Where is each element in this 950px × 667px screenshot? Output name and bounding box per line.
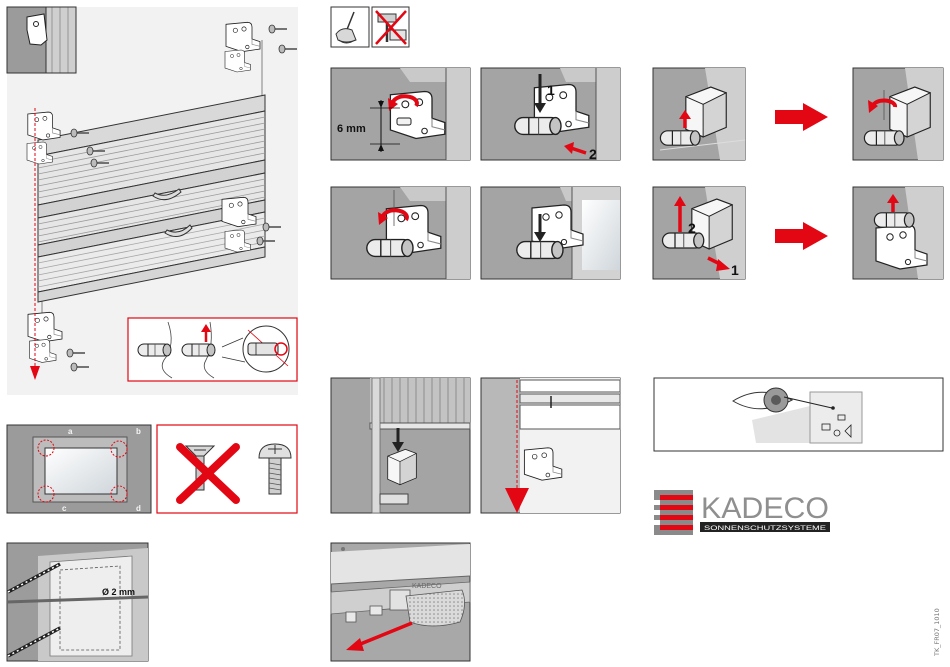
mount-height-label: 6 mm	[337, 123, 366, 135]
step-panel-bracket-height: 6 mm	[331, 68, 470, 160]
next-step-arrow-icon	[775, 222, 828, 250]
document-code: TK_FR07_1010	[933, 608, 941, 657]
cord-clip-icon	[660, 131, 700, 145]
cord-clip-icon	[138, 344, 171, 356]
bracket-detail-panel	[7, 7, 76, 73]
label-check-panel	[654, 378, 943, 451]
step-panel-remove-clip	[853, 187, 943, 279]
step-panel-clip-seated	[481, 187, 620, 279]
release-pad	[406, 590, 465, 626]
cord-tension-inset	[128, 318, 297, 381]
cord-clip-icon	[864, 131, 904, 145]
cord-clip-icon	[367, 240, 413, 257]
brand-name: KADECO	[701, 492, 829, 525]
step-panel-plumb-line	[481, 378, 620, 513]
end-cap-icon	[388, 449, 417, 484]
cord-clip-icon	[663, 233, 704, 248]
step-number-2: 2	[589, 146, 597, 162]
brand-tagline: SONNENSCHUTZSYSTEME	[704, 525, 827, 532]
cord-clip-icon	[517, 242, 563, 259]
corner-label-c: c	[62, 504, 67, 513]
step-number-1: 1	[547, 82, 555, 98]
screw-icon	[397, 118, 411, 125]
step-panel-fasten-clip	[331, 187, 470, 279]
step-panel-insert-clip: 1 2	[481, 68, 620, 162]
drill-panel: Ø 2 mm	[7, 543, 148, 661]
cord-clip-icon	[515, 118, 561, 135]
window-corners-panel: a b c d	[7, 425, 151, 513]
step-panel-remove-blind: KADECO	[331, 543, 470, 661]
step-panel-hang-blind	[331, 378, 470, 513]
corner-label-a: a	[68, 427, 73, 436]
next-step-arrow-icon	[775, 103, 828, 131]
brand-logo: KADECO SONNENSCHUTZSYSTEME	[654, 490, 830, 535]
product-imprint: KADECO	[412, 583, 442, 590]
bracket-icon	[27, 14, 47, 45]
tool-icons	[331, 7, 409, 47]
cord-clip-icon	[874, 213, 914, 227]
corner-label-d: d	[136, 504, 141, 513]
end-cap-icon	[686, 87, 726, 137]
cord-clip-icon	[182, 344, 215, 356]
corner-label-b: b	[136, 427, 141, 436]
step-panel-attach-cap	[653, 68, 745, 160]
step-panel-turn-cap	[853, 68, 943, 160]
end-cap-icon	[890, 87, 930, 137]
screw-type-panel	[157, 425, 297, 513]
drill-diameter-label: Ø 2 mm	[102, 587, 135, 597]
release-step-1: 1	[731, 262, 739, 278]
step-panel-release-cap: 2 1	[653, 187, 745, 279]
release-step-2: 2	[688, 220, 696, 236]
